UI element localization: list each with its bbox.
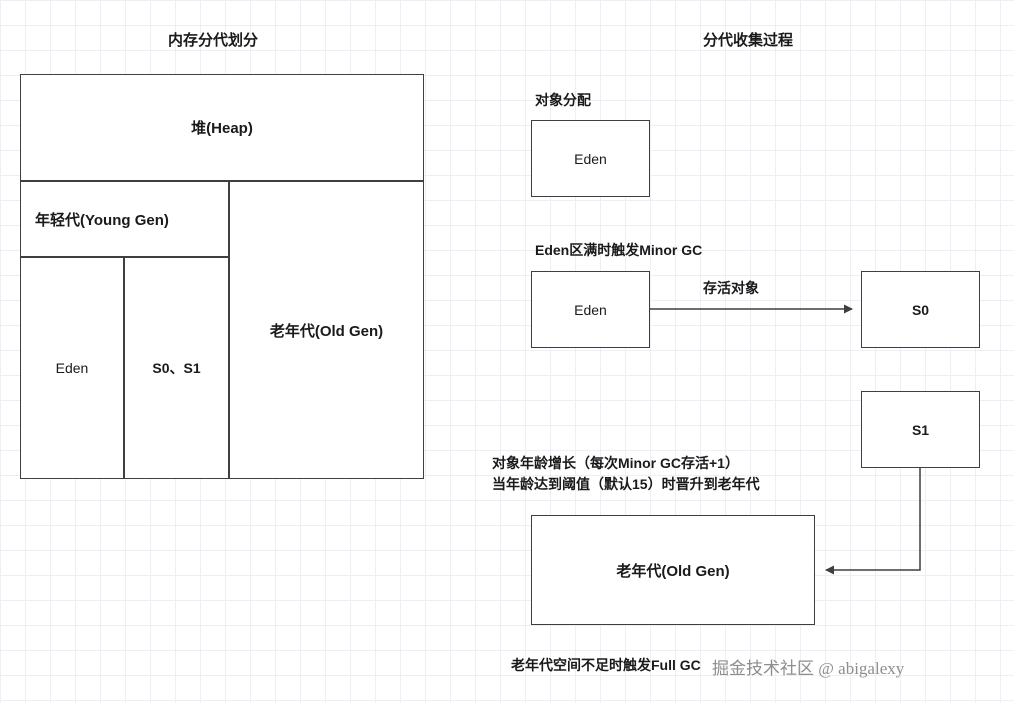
step2-eden-label: Eden bbox=[574, 301, 607, 318]
step1-caption: 对象分配 bbox=[535, 92, 591, 108]
young-gen-box: 年轻代(Young Gen) bbox=[20, 181, 229, 257]
right-old-gen-box: 老年代(Old Gen) bbox=[531, 515, 815, 625]
watermark: 掘金技术社区 @ abigalexy bbox=[712, 659, 905, 678]
step4-caption: 老年代空间不足时触发Full GC bbox=[511, 657, 701, 673]
right-old-gen-label: 老年代(Old Gen) bbox=[616, 562, 730, 580]
old-gen-label: 老年代(Old Gen) bbox=[269, 322, 384, 340]
survivor-label: S0、S1 bbox=[152, 360, 201, 376]
step1-eden-label: Eden bbox=[574, 150, 607, 167]
arrow-s1-to-oldgen bbox=[825, 468, 921, 575]
s1-label: S1 bbox=[911, 421, 930, 438]
heap-header-box: 堆(Heap) bbox=[20, 74, 424, 181]
step1-eden-box: Eden bbox=[531, 120, 650, 197]
young-gen-label: 年轻代(Young Gen) bbox=[35, 211, 169, 229]
eden-cell: Eden bbox=[20, 257, 124, 479]
heap-label: 堆(Heap) bbox=[191, 120, 253, 137]
step3-caption-line2: 当年龄达到阈值（默认15）时晋升到老年代 bbox=[492, 476, 760, 492]
right-diagram-title: 分代收集过程 bbox=[703, 32, 794, 49]
survivor-arrow-label: 存活对象 bbox=[703, 280, 759, 296]
eden-label: Eden bbox=[55, 360, 89, 376]
s1-box: S1 bbox=[861, 391, 980, 468]
survivor-cell: S0、S1 bbox=[124, 257, 229, 479]
step3-caption-line1: 对象年龄增长（每次Minor GC存活+1） bbox=[492, 455, 739, 471]
step2-eden-box: Eden bbox=[531, 271, 650, 348]
old-gen-box: 老年代(Old Gen) bbox=[229, 181, 424, 479]
s0-box: S0 bbox=[861, 271, 980, 348]
step2-caption: Eden区满时触发Minor GC bbox=[535, 242, 703, 258]
left-diagram-title: 内存分代划分 bbox=[168, 32, 259, 49]
s0-label: S0 bbox=[911, 301, 930, 318]
